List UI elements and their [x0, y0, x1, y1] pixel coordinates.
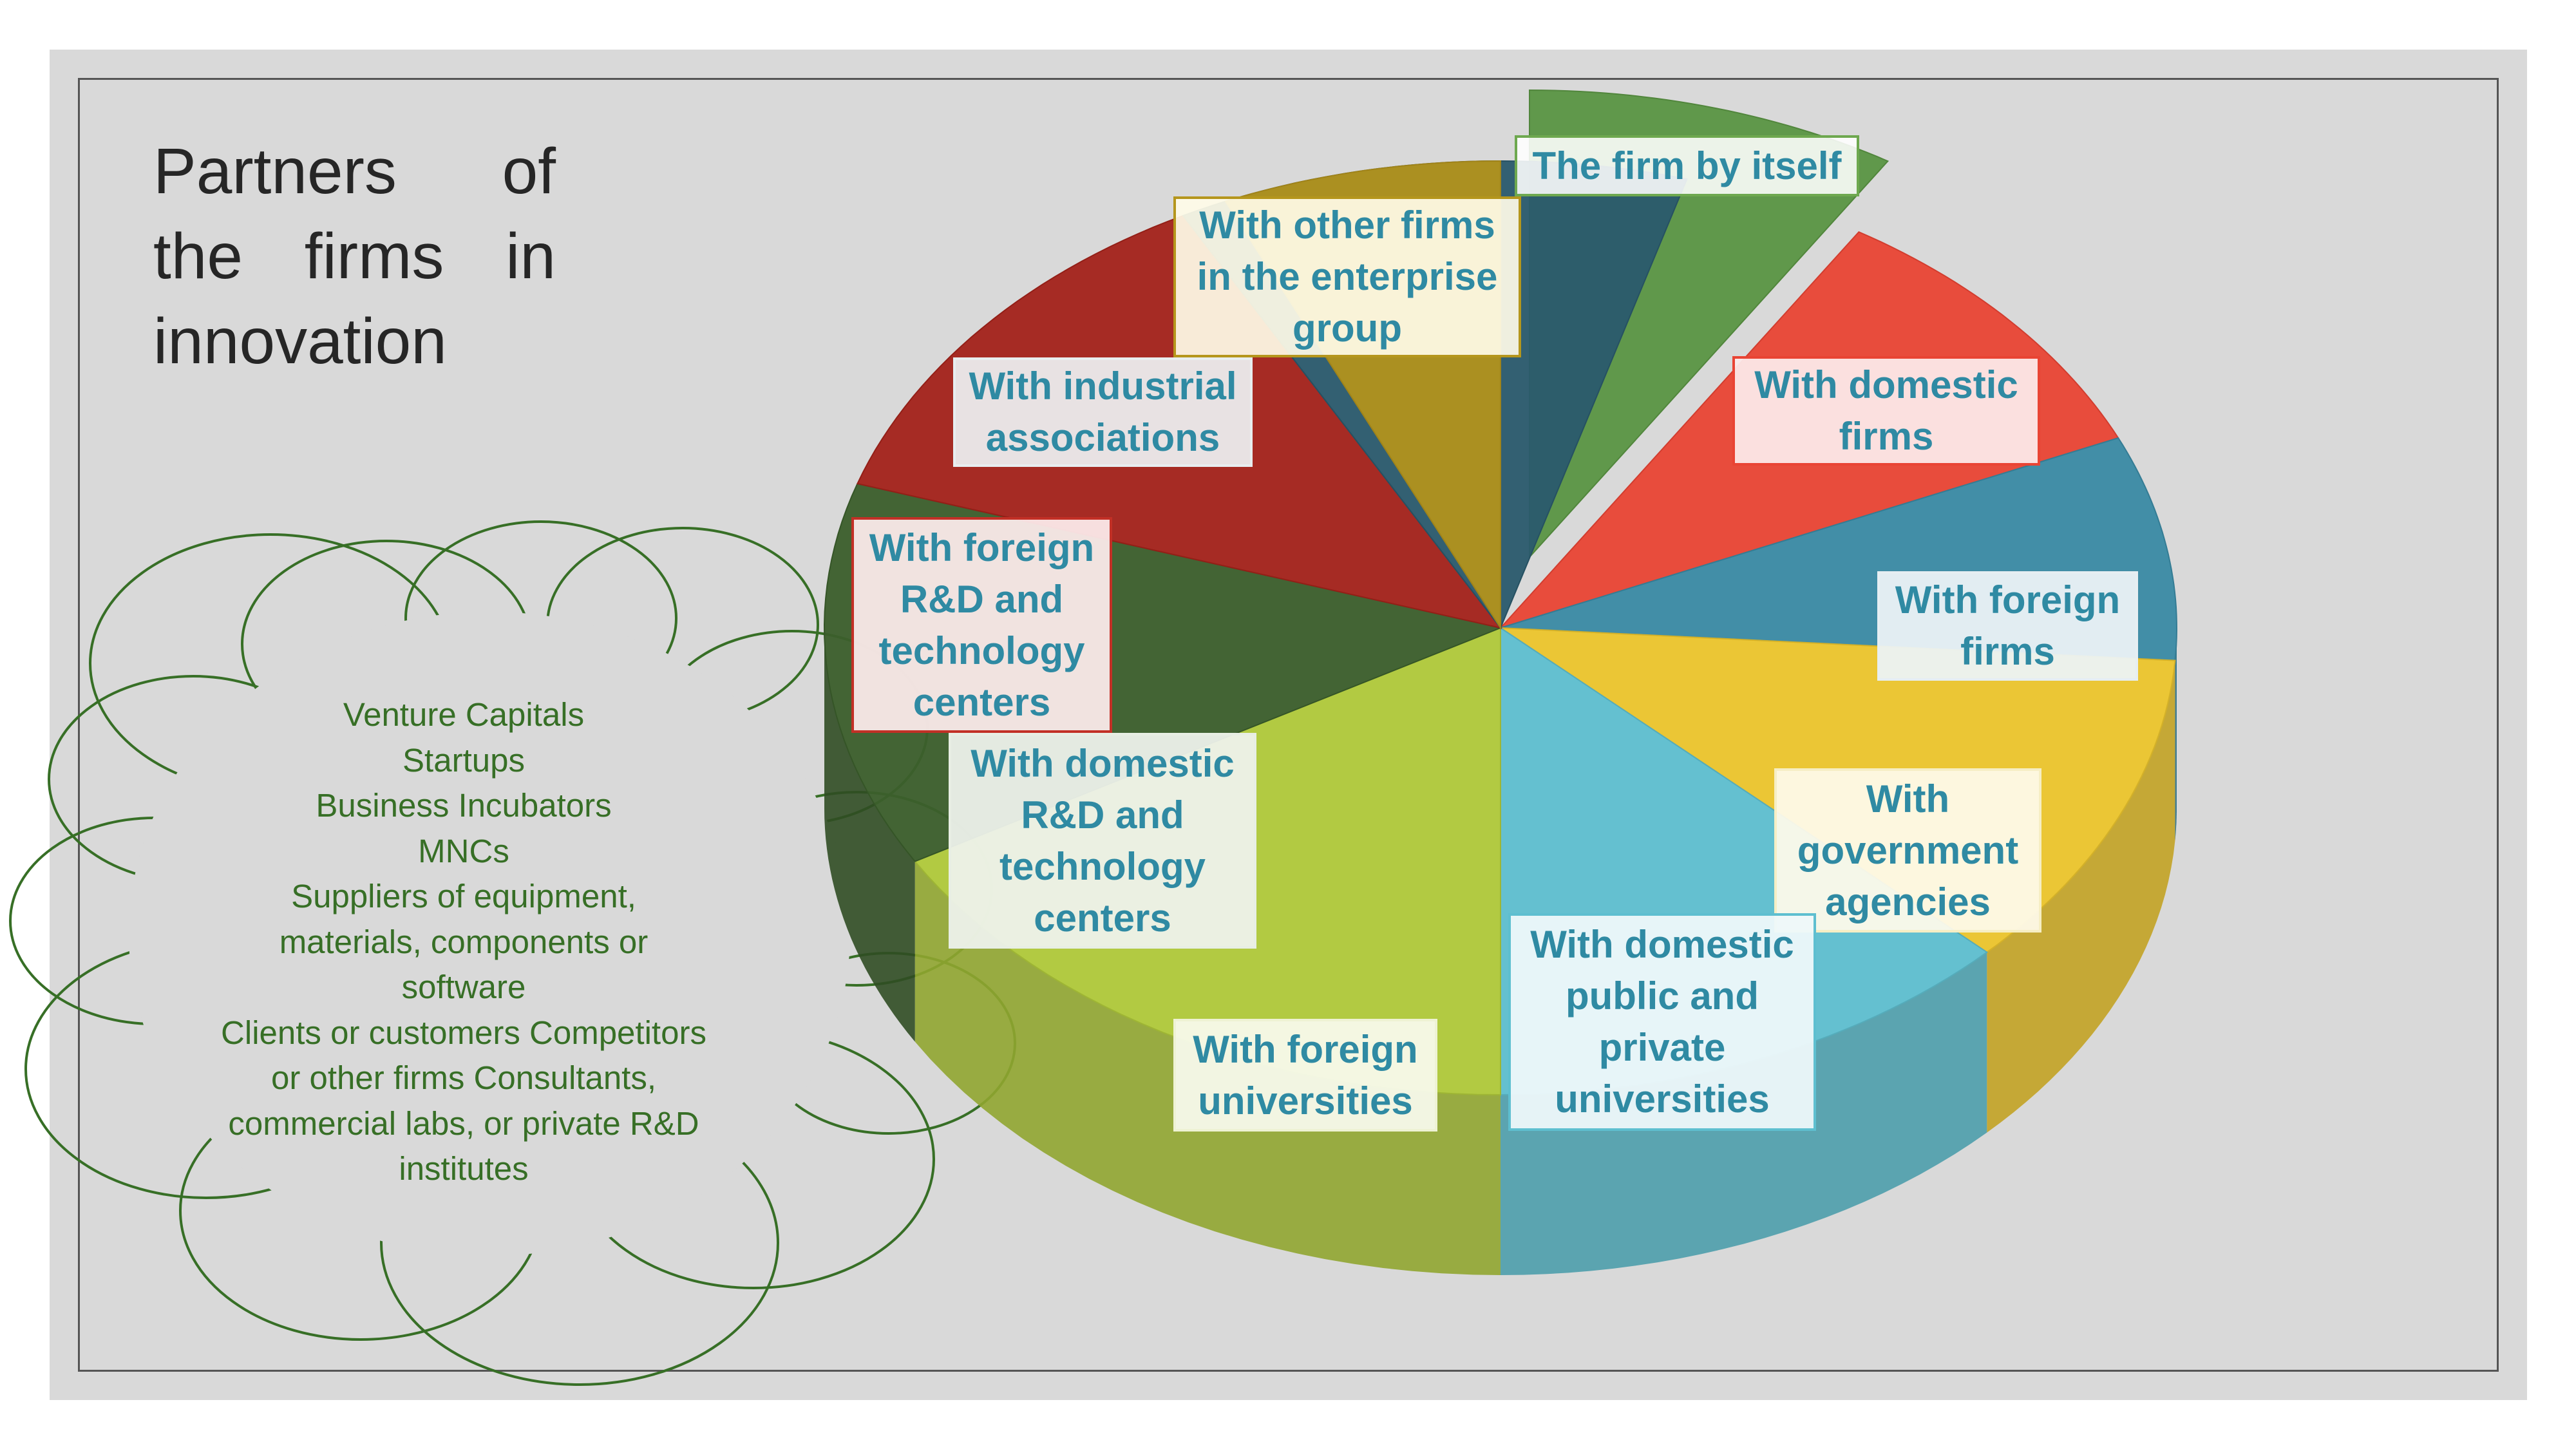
- label-other-firms-group: With other firms in the enterprise group: [1173, 196, 1521, 357]
- label-foreign-universities: With foreign universities: [1173, 1019, 1437, 1132]
- title-line-1: Partners of: [153, 135, 556, 207]
- pie-wall: [2175, 628, 2177, 841]
- cloud-line: institutes: [399, 1150, 529, 1187]
- cloud-line: commercial labs, or private R&D: [228, 1104, 699, 1142]
- label-domestic-universities: With domestic public and private univers…: [1508, 913, 1816, 1131]
- cloud-line: Startups: [402, 741, 525, 779]
- title-line-3: innovation: [153, 305, 447, 377]
- label-firm-by-itself: The firm by itself: [1515, 135, 1859, 196]
- label-domestic-firms: With domestic firms: [1732, 356, 2040, 466]
- title-line-2: the firms in: [153, 220, 556, 292]
- cloud-fill: [129, 612, 850, 1256]
- label-foreign-firms: With foreign firms: [1877, 571, 2138, 681]
- slide-frame: [78, 78, 2499, 1372]
- cloud-line: Clients or customers Competitors: [221, 1014, 706, 1051]
- label-foreign-rd-centers: With foreign R&D and technology centers: [851, 517, 1112, 733]
- cloud-line: materials, components or: [279, 923, 649, 960]
- pie-wall: [1987, 660, 2175, 1133]
- pie-wall: [824, 628, 915, 1042]
- label-government-agencies: With government agencies: [1774, 768, 2041, 933]
- label-industrial-associations: With industrial associations: [953, 357, 1253, 467]
- cloud-line: or other firms Consultants,: [270, 1059, 657, 1096]
- cloud-shape: [9, 520, 1016, 1386]
- label-domestic-rd-centers: With domestic R&D and technology centers: [949, 733, 1256, 949]
- cloud-line: software: [401, 969, 526, 1005]
- cloud-line: MNCs: [418, 832, 509, 869]
- cloud-line: Business Incubators: [316, 787, 612, 824]
- cloud-line: Suppliers of equipment,: [291, 878, 636, 914]
- cloud-text: Venture Capitals Startups Business Incub…: [174, 692, 753, 1192]
- cloud-line: Venture Capitals: [343, 696, 585, 733]
